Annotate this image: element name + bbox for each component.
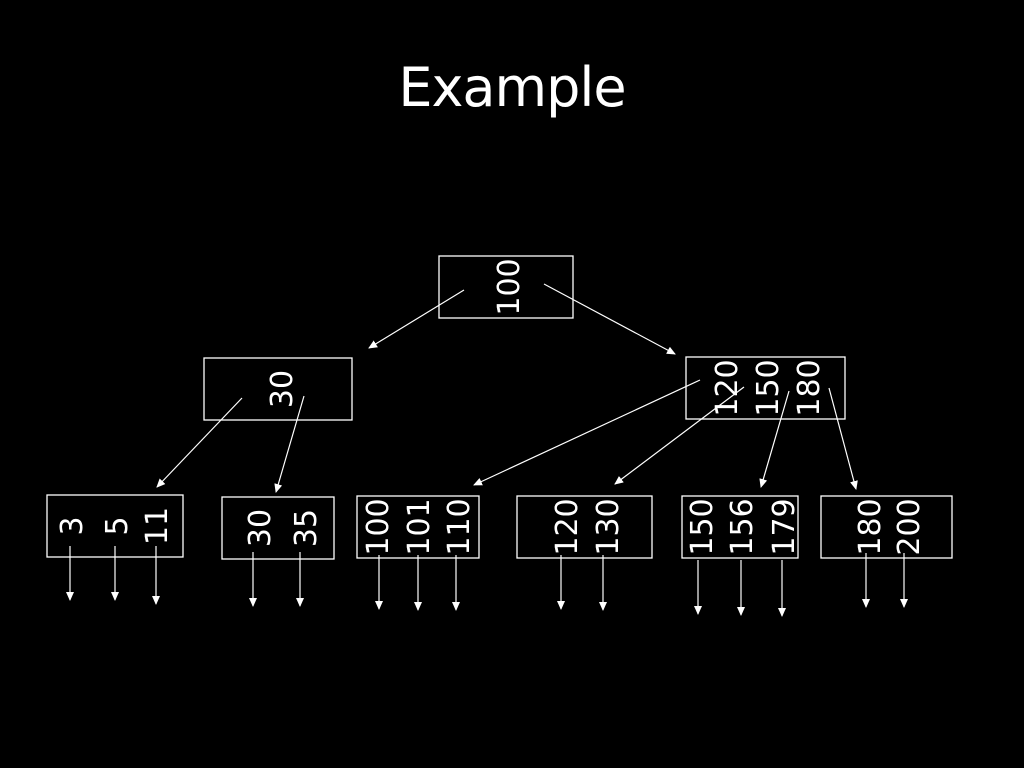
edge-internal-right-leaf3: [473, 379, 701, 486]
leaf-key: 150: [685, 498, 720, 555]
internal-node-right-box: [685, 356, 846, 420]
leaf-key: 130: [591, 498, 626, 555]
leaf-key: 11: [140, 507, 175, 545]
leaf-key: 30: [243, 509, 278, 547]
edge-internal-left-leaf1: [156, 397, 243, 488]
internal-node-left-box: [203, 357, 353, 421]
leaf-key: 3: [55, 516, 90, 535]
leaf-node-2-box: [221, 496, 335, 560]
edge-internal-right-leaf6: [828, 387, 858, 490]
internal-key: 180: [792, 359, 827, 416]
edge-root-right: [543, 283, 676, 355]
leaf-key: 110: [442, 498, 477, 555]
root-key: 100: [492, 258, 527, 315]
leaf-key: 101: [402, 498, 437, 555]
leaf-node-2: 30 35: [221, 496, 335, 560]
slide-title: Example: [398, 56, 626, 119]
leaf-node-5-box: [681, 495, 799, 559]
edge-root-left: [368, 289, 465, 349]
leaf-key: 35: [289, 509, 324, 547]
root-node: 100: [438, 255, 574, 319]
edge-internal-right-leaf5: [759, 390, 790, 488]
leaf-node-4: 120 130: [516, 495, 653, 559]
leaf-node-6-box: [820, 495, 953, 559]
internal-key: 30: [265, 370, 300, 408]
leaf-key: 200: [892, 498, 927, 555]
root-node-box: [438, 255, 574, 319]
leaf-node-4-box: [516, 495, 653, 559]
leaf-key: 179: [767, 498, 802, 555]
leaf-key: 100: [361, 498, 396, 555]
leaf-node-6: 180 200: [820, 495, 953, 559]
leaf-key: 5: [100, 516, 135, 535]
record-pointers: [66, 546, 908, 617]
edge-internal-right-leaf4: [614, 386, 745, 485]
internal-node-right: 120 150 180: [685, 356, 846, 420]
internal-node-left: 30: [203, 357, 353, 421]
leaf-key: 120: [550, 498, 585, 555]
internal-key: 150: [751, 359, 786, 416]
leaf-key: 180: [853, 498, 888, 555]
leaf-node-3: 100 101 110: [356, 495, 480, 559]
leaf-key: 156: [725, 498, 760, 555]
edge-internal-left-leaf2: [274, 395, 305, 493]
leaf-node-5: 150 156 179: [681, 495, 802, 559]
internal-key: 120: [710, 359, 745, 416]
